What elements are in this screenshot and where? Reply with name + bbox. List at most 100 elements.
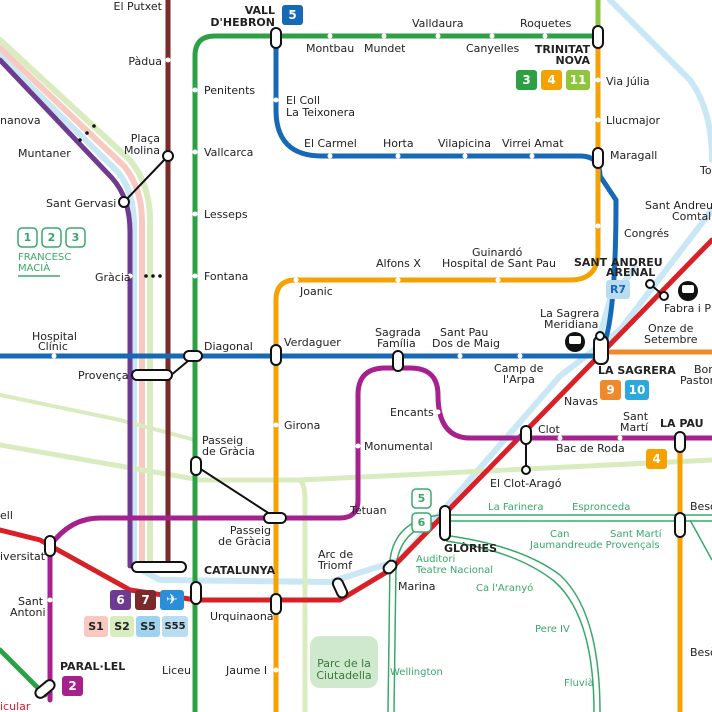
station-placa-molina[interactable]: [162, 150, 174, 162]
badge-tram-t6[interactable]: [411, 512, 432, 533]
station-catalunya-l3[interactable]: [190, 581, 202, 605]
station-dot[interactable]: [495, 277, 501, 283]
tram-label-sant-marti-prov-1: Sant Martí: [610, 528, 663, 540]
station-passeig-gracia-l3[interactable]: [190, 456, 202, 476]
badge-l6-catalunya[interactable]: [110, 590, 131, 610]
badge-s5[interactable]: [136, 616, 160, 637]
station-dot[interactable]: [542, 33, 548, 39]
station-dot[interactable]: [192, 87, 198, 93]
badge-airport[interactable]: [160, 590, 184, 610]
badge-l4-la-pau[interactable]: [646, 449, 667, 469]
station-dot[interactable]: [51, 353, 57, 359]
station-clot[interactable]: [520, 425, 532, 445]
station-dot[interactable]: [192, 149, 198, 155]
station-dot[interactable]: [165, 667, 171, 673]
badge-label: 7: [141, 593, 149, 607]
tram-label-sant-marti-prov-2: de Provençals: [590, 540, 660, 551]
station-trinitat-nova[interactable]: [592, 25, 604, 49]
badge-l7-catalunya[interactable]: [135, 590, 156, 610]
station-sagrada-familia[interactable]: [392, 350, 404, 372]
station-maragall[interactable]: [592, 147, 604, 169]
badge-s1[interactable]: [84, 616, 108, 637]
label-sant-antoni-1: Sant: [18, 595, 44, 608]
station-dot[interactable]: [273, 667, 279, 673]
station-dot[interactable]: [381, 33, 387, 39]
badge-l5-vall-hebron[interactable]: [282, 5, 303, 25]
station-dot[interactable]: [273, 422, 279, 428]
badge-l11-trinitat[interactable]: [566, 70, 590, 90]
label-sant-pau-2: Dos de Maig: [432, 337, 500, 350]
station-passeig-gracia-l2[interactable]: [263, 512, 287, 524]
station-dot[interactable]: [567, 397, 573, 403]
station-dot[interactable]: [557, 435, 563, 441]
badge-l10-sagrera[interactable]: [625, 380, 649, 400]
tram-label-la-farinera: La Farinera: [488, 502, 543, 513]
badge-tram-t1[interactable]: [17, 227, 38, 248]
station-dot[interactable]: [457, 353, 463, 359]
station-dot[interactable]: [529, 153, 535, 159]
station-dot[interactable]: [273, 97, 279, 103]
station-fabra-i-puig[interactable]: [645, 279, 655, 289]
tram-label-espronceda: Espronceda: [572, 502, 630, 513]
station-dot[interactable]: [617, 435, 623, 441]
station-dot[interactable]: [127, 273, 133, 279]
badge-l2-paral-lel[interactable]: [62, 676, 83, 696]
station-dot[interactable]: [595, 77, 601, 83]
station-dot[interactable]: [192, 211, 198, 217]
station-diagonal[interactable]: [183, 350, 203, 362]
station-dot[interactable]: [165, 57, 171, 63]
badge-s2[interactable]: [110, 616, 134, 637]
badge-l4-trinitat[interactable]: [541, 70, 562, 90]
badge-label: 9: [606, 383, 614, 397]
station-provenca[interactable]: [131, 369, 173, 381]
station-dot[interactable]: [345, 502, 351, 508]
station-dot[interactable]: [395, 277, 401, 283]
station-dot[interactable]: [435, 409, 441, 415]
badge-s55[interactable]: [162, 616, 188, 637]
station-catalunya[interactable]: [131, 561, 187, 573]
station-sant-gervasi[interactable]: [118, 196, 130, 208]
tram-label-ca-laranyo: Ca l'Aranyó: [476, 582, 533, 594]
station-arc-de-triomf[interactable]: [331, 577, 349, 599]
station-el-clot-arago[interactable]: [521, 465, 531, 475]
station-urquinaona[interactable]: [270, 593, 282, 615]
station-dot[interactable]: [293, 277, 299, 283]
station-dot[interactable]: [47, 597, 53, 603]
station-dot[interactable]: [395, 153, 401, 159]
badge-l9-sagrera[interactable]: [600, 380, 621, 400]
station-besos[interactable]: [674, 512, 686, 538]
station-dot[interactable]: [462, 153, 468, 159]
label-horta: Horta: [383, 137, 414, 150]
station-dot[interactable]: [595, 117, 601, 123]
badge-tram-t3[interactable]: [65, 227, 86, 248]
station-dot[interactable]: [355, 443, 361, 449]
label-vall-hebron-2: D'HEBRON: [210, 16, 275, 29]
badge-label: 6: [116, 593, 124, 607]
station-vall-hebron[interactable]: [270, 27, 282, 49]
station-dot[interactable]: [595, 223, 601, 229]
station-dot[interactable]: [517, 353, 523, 359]
label-funicular: icular: [0, 700, 31, 712]
label-passeig-gracia-b1: Passeig: [230, 524, 271, 537]
station-dot[interactable]: [327, 153, 333, 159]
label-verdaguer: Verdaguer: [284, 336, 341, 349]
badge-l3-trinitat[interactable]: [516, 70, 537, 90]
label-girona: Girona: [284, 419, 320, 432]
station-glories[interactable]: [439, 505, 451, 541]
station-dot[interactable]: [192, 273, 198, 279]
station-la-pau[interactable]: [674, 431, 686, 453]
station-dot[interactable]: [489, 33, 495, 39]
badge-rodalies-r7[interactable]: [606, 280, 630, 299]
station-la-sagrera-meridiana[interactable]: [595, 331, 605, 341]
station-marina[interactable]: [382, 559, 399, 576]
station-dot[interactable]: [327, 33, 333, 39]
station-dot[interactable]: [435, 33, 441, 39]
station-verdaguer[interactable]: [270, 344, 282, 366]
badge-tram-t5[interactable]: [411, 488, 432, 509]
badge-tram-t2[interactable]: [41, 227, 62, 248]
station-paral-lel[interactable]: [33, 678, 56, 700]
station-fabra-i-puig-2[interactable]: [659, 291, 669, 301]
track-dot: [144, 274, 148, 278]
station-universitat[interactable]: [44, 535, 56, 557]
label-placa-molina-2: Molina: [124, 144, 160, 157]
